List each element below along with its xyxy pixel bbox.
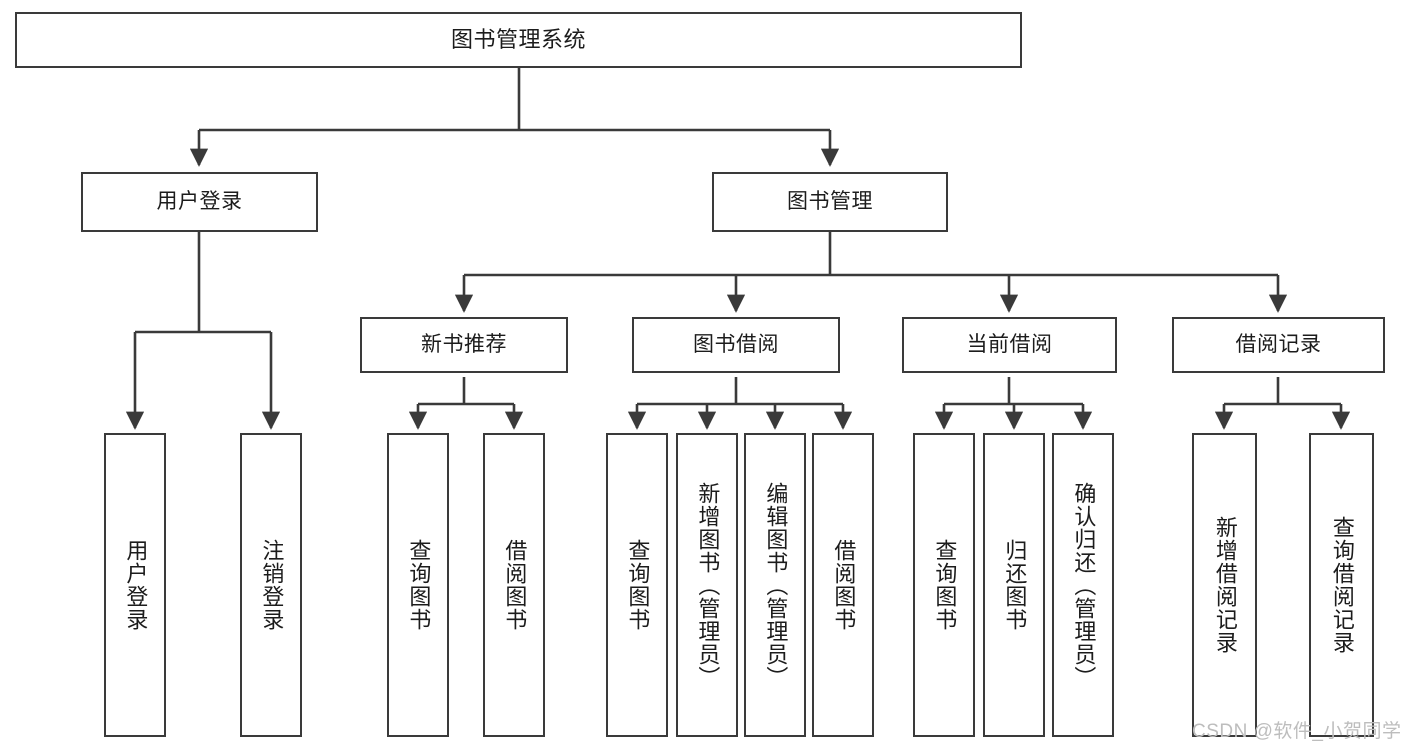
csdn-watermark: CSDN @软件_小贺同学 xyxy=(1192,721,1402,742)
leaf-borrow-add-book-admin[interactable]: 新增图书（管理员） xyxy=(676,433,738,737)
leaf-current-return-book[interactable]: 归还图书 xyxy=(983,433,1045,737)
node-label: 用户登录 xyxy=(156,189,243,213)
node-book-borrowing[interactable]: 图书借阅 xyxy=(632,317,840,373)
node-root-system[interactable]: 图书管理系统 xyxy=(15,12,1022,68)
node-label: 查询图书 xyxy=(625,539,651,631)
leaf-new-book-borrow[interactable]: 借阅图书 xyxy=(483,433,545,737)
node-label: 归还图书 xyxy=(1002,539,1028,631)
leaf-records-add-record[interactable]: 新增借阅记录 xyxy=(1192,433,1257,737)
node-label: 借阅记录 xyxy=(1235,332,1322,356)
node-current-borrowing[interactable]: 当前借阅 xyxy=(902,317,1117,373)
node-label: 确认归还（管理员） xyxy=(1071,481,1097,689)
node-label: 当前借阅 xyxy=(966,332,1053,356)
node-label: 新增图书（管理员） xyxy=(695,481,721,689)
leaf-borrow-borrow-book[interactable]: 借阅图书 xyxy=(812,433,874,737)
node-borrowing-records[interactable]: 借阅记录 xyxy=(1172,317,1385,373)
node-label: 注销登录 xyxy=(259,539,285,631)
node-label: 图书管理系统 xyxy=(450,27,586,53)
leaf-user-login-logout[interactable]: 注销登录 xyxy=(240,433,302,737)
node-book-management[interactable]: 图书管理 xyxy=(712,172,948,232)
leaf-user-login-login[interactable]: 用户登录 xyxy=(104,433,166,737)
node-label: 借阅图书 xyxy=(502,539,528,631)
node-label: 新书推荐 xyxy=(421,332,507,356)
leaf-records-query-record[interactable]: 查询借阅记录 xyxy=(1309,433,1374,737)
leaf-current-query-book[interactable]: 查询图书 xyxy=(913,433,975,737)
node-label: 查询借阅记录 xyxy=(1329,516,1355,654)
node-new-book-recommendation[interactable]: 新书推荐 xyxy=(360,317,568,373)
node-label: 图书借阅 xyxy=(693,332,779,356)
node-label: 新增借阅记录 xyxy=(1212,516,1238,654)
leaf-borrow-edit-book-admin[interactable]: 编辑图书（管理员） xyxy=(744,433,806,737)
leaf-borrow-query-book[interactable]: 查询图书 xyxy=(606,433,668,737)
node-label: 借阅图书 xyxy=(831,539,857,631)
node-label: 编辑图书（管理员） xyxy=(763,481,789,689)
node-label: 查询图书 xyxy=(932,539,958,631)
node-user-login[interactable]: 用户登录 xyxy=(81,172,318,232)
node-label: 图书管理 xyxy=(787,189,873,213)
leaf-current-confirm-return-admin[interactable]: 确认归还（管理员） xyxy=(1052,433,1114,737)
leaf-new-book-query[interactable]: 查询图书 xyxy=(387,433,449,737)
node-label: 查询图书 xyxy=(406,539,432,631)
node-label: 用户登录 xyxy=(123,539,149,631)
